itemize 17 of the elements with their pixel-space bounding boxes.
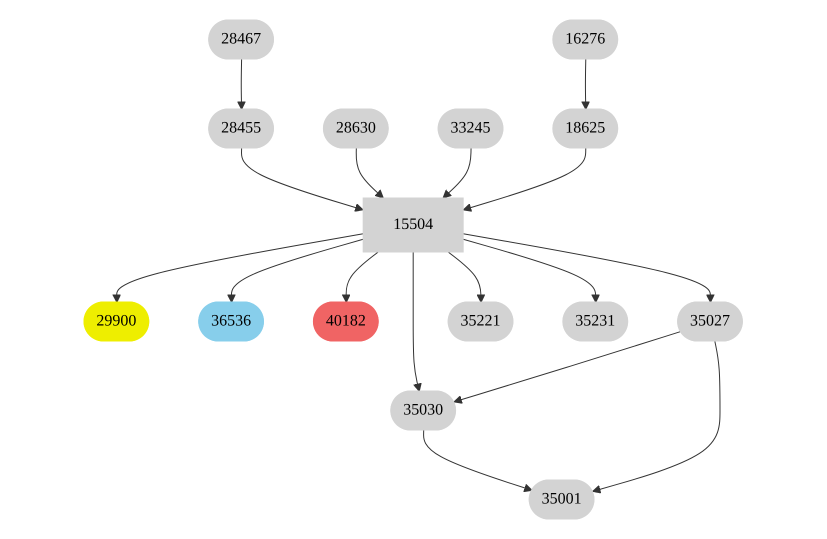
- arrow: [592, 341, 721, 494]
- arrow: [463, 148, 587, 212]
- arrow: [342, 252, 380, 303]
- arrow: [463, 233, 716, 303]
- arrow: [463, 238, 600, 303]
- arrow: [356, 148, 384, 198]
- arrow: [112, 233, 364, 303]
- arrow: [241, 148, 364, 212]
- arrow: [413, 252, 422, 392]
- arrow: [423, 430, 533, 492]
- arrow: [448, 252, 486, 303]
- node-box: 15504: [363, 198, 464, 252]
- arrow: [442, 148, 472, 198]
- arrow: [582, 59, 590, 110]
- arrow: [227, 238, 364, 303]
- arrow: [237, 59, 246, 110]
- arrow: [454, 331, 682, 404]
